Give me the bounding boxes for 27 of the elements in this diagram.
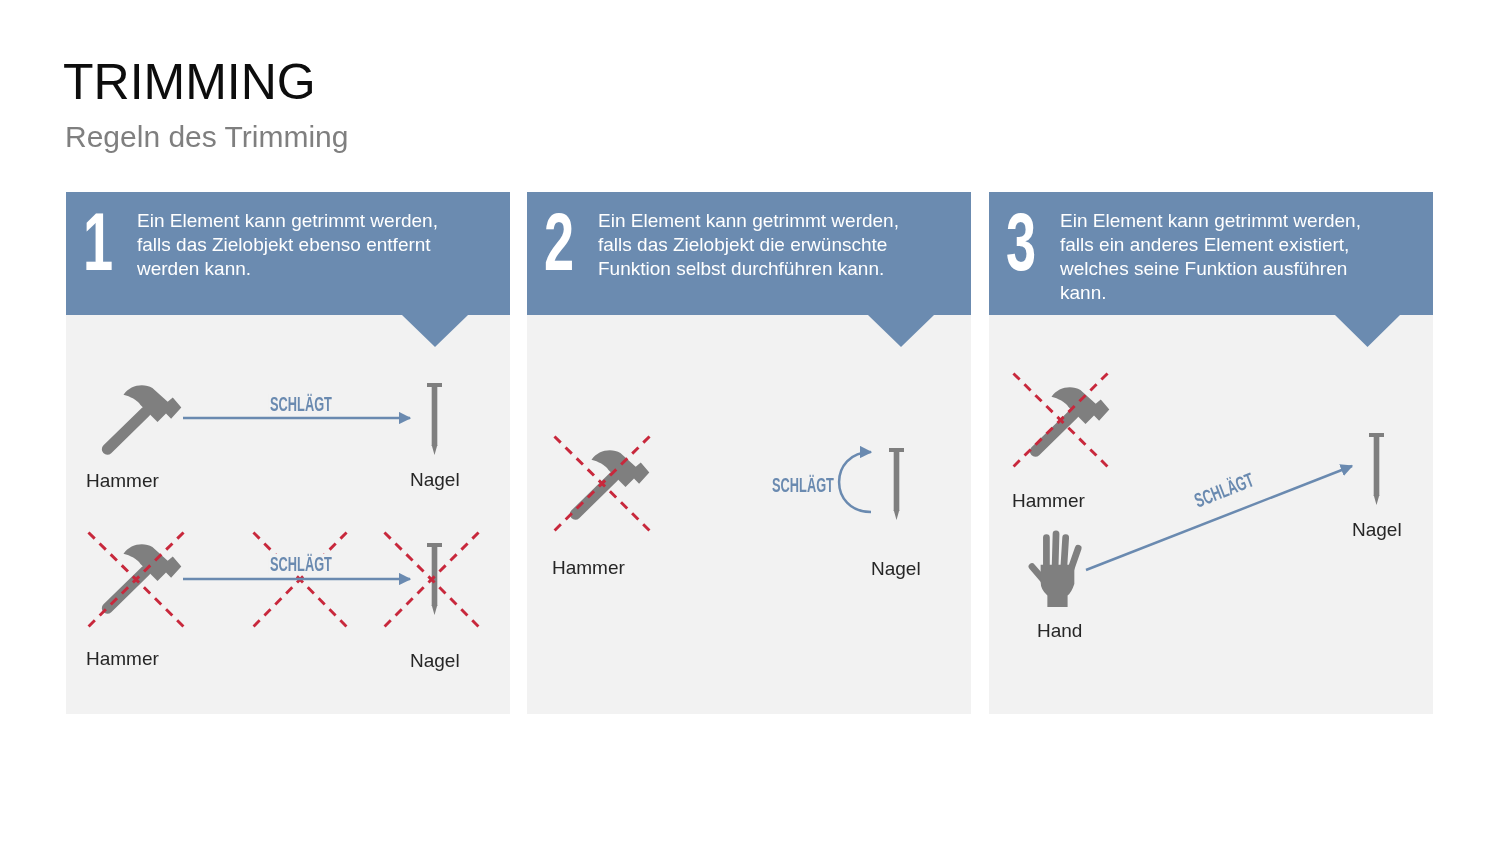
rule-text: Ein Element kann getrimmt werden, falls ein anderes Element existiert, welches seine Funktion ausführen kann.	[1060, 209, 1362, 305]
slide-subtitle: Regeln des Trimming	[65, 120, 349, 153]
arrow	[183, 572, 412, 586]
rule-card	[989, 192, 1433, 714]
node-label: Nagel	[410, 650, 460, 672]
slide-title: TRIMMING	[63, 57, 316, 107]
step-number: 3	[1006, 201, 1037, 283]
edge-label: SCHLÄGT	[770, 475, 836, 495]
rule-text: Ein Element kann getrimmt werden, falls das Zielobjekt ebenso entfernt werden kann.	[137, 209, 439, 281]
rule-card	[66, 192, 510, 714]
node-label: Nagel	[871, 558, 921, 580]
arrow	[838, 447, 873, 514]
edge-label: SCHLÄGT	[268, 394, 334, 414]
rule-card	[527, 192, 971, 714]
node-label: Nagel	[410, 469, 460, 491]
step-number: 2	[544, 201, 575, 283]
node-label: Hammer	[1012, 490, 1085, 512]
edge-label: SCHLÄGT	[268, 554, 334, 574]
node-label: Hammer	[552, 557, 625, 579]
node-label: Nagel	[1352, 519, 1402, 541]
rule-text: Ein Element kann getrimmt werden, falls das Zielobjekt die erwünschte Funktion selbst durchführen kann.	[598, 209, 900, 281]
node-label: Hammer	[86, 470, 159, 492]
node-label: Hammer	[86, 648, 159, 670]
arrow	[1085, 464, 1354, 572]
step-number: 1	[83, 201, 114, 283]
arrow	[183, 411, 412, 425]
node-label: Hand	[1037, 620, 1083, 642]
